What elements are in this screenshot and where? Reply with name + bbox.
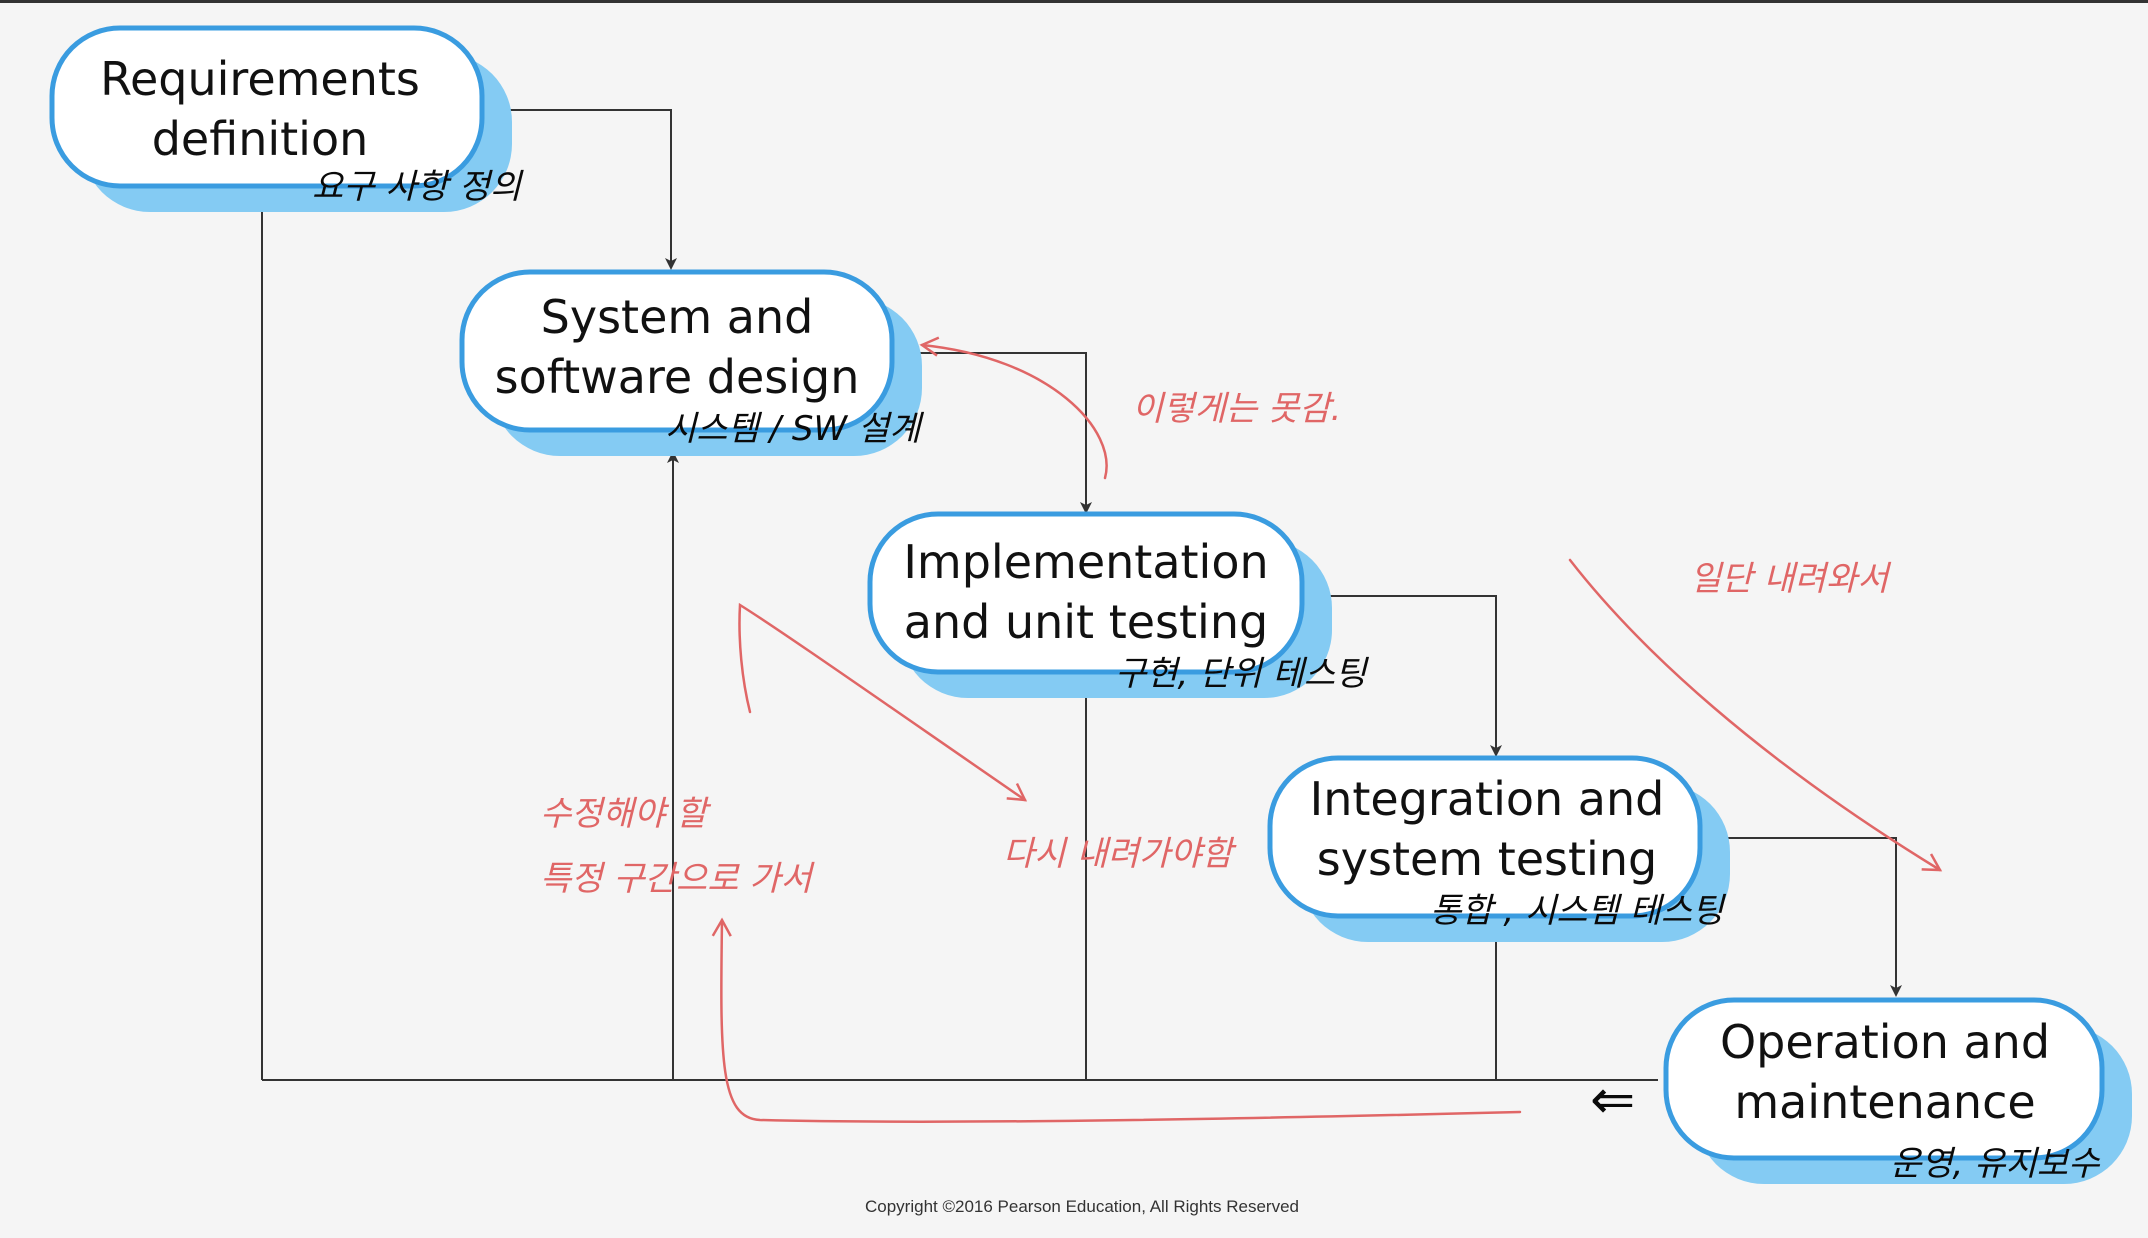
stage-title-line1: System and xyxy=(541,290,814,344)
copyright-text: Copyright ©2016 Pearson Education, All R… xyxy=(865,1197,1299,1216)
stage-box xyxy=(459,269,895,433)
connector-requirements-to-design xyxy=(480,109,677,270)
red-zigzag-down-again xyxy=(738,602,1028,802)
connector-design-to-implementation xyxy=(895,352,1092,514)
stage-box xyxy=(49,25,485,189)
red-diagonal-go-down xyxy=(1568,558,1943,872)
stage-title-line2: definition xyxy=(152,112,369,166)
stage-handwritten-note: 시스템 / SW 설계 xyxy=(665,409,924,449)
stage-handwritten-note: 통합 , 시스템 테스팅 xyxy=(1430,891,1726,931)
downward-connectors xyxy=(480,109,1902,997)
top-border xyxy=(0,0,2148,3)
red-annotation-strokes xyxy=(711,336,1943,1123)
red-return-path xyxy=(711,917,1522,1123)
annotation-go-down-first: 일단 내려와서 xyxy=(1690,559,1892,599)
feedback-connectors xyxy=(256,196,1658,1081)
stage-title-line2: software design xyxy=(495,350,860,404)
annotation-must-fix-line1: 수정해야 할 xyxy=(540,794,712,834)
stage-handwritten-note: 운영, 유지보수 xyxy=(1890,1144,2101,1184)
stage-handwritten-note: 요구 사항 정의 xyxy=(312,167,524,207)
connector-integration-to-operation xyxy=(1713,837,1902,997)
stage-implementation: Implementation and unit testing 구현, 단위 테… xyxy=(867,511,1369,698)
stage-title-line1: Requirements xyxy=(100,52,420,106)
stage-operation: Operation and maintenance 운영, 유지보수 xyxy=(1663,997,2132,1184)
stage-integration: Integration and system testing 통합 , 시스템 … xyxy=(1267,755,1730,942)
stage-requirements: Requirements definition 요구 사항 정의 xyxy=(49,25,524,212)
stage-title-line2: and unit testing xyxy=(904,595,1268,649)
red-curve-upward-not-allowed xyxy=(919,336,1108,480)
stage-title-line2: system testing xyxy=(1317,832,1657,886)
stage-title-line1: Implementation xyxy=(903,535,1268,589)
left-double-arrow-icon: ⇐ xyxy=(1590,1068,1635,1131)
annotation-cannot-go-back: 이렇게는 못감. xyxy=(1132,389,1341,429)
stage-title-line2: maintenance xyxy=(1734,1075,2035,1129)
connector-implementation-to-integration xyxy=(1305,595,1502,757)
stage-title-line1: Operation and xyxy=(1720,1015,2050,1069)
stage-design: System and software design 시스템 / SW 설계 xyxy=(459,269,924,456)
annotation-must-fix-line2: 특정 구간으로 가서 xyxy=(540,859,816,899)
stage-box xyxy=(1663,997,2105,1161)
stage-handwritten-note: 구현, 단위 테스팅 xyxy=(1115,654,1369,694)
stage-box xyxy=(1267,755,1703,919)
stage-title-line1: Integration and xyxy=(1310,772,1665,826)
annotation-go-down-again: 다시 내려가야함 xyxy=(1003,834,1237,874)
stage-box xyxy=(867,511,1305,675)
